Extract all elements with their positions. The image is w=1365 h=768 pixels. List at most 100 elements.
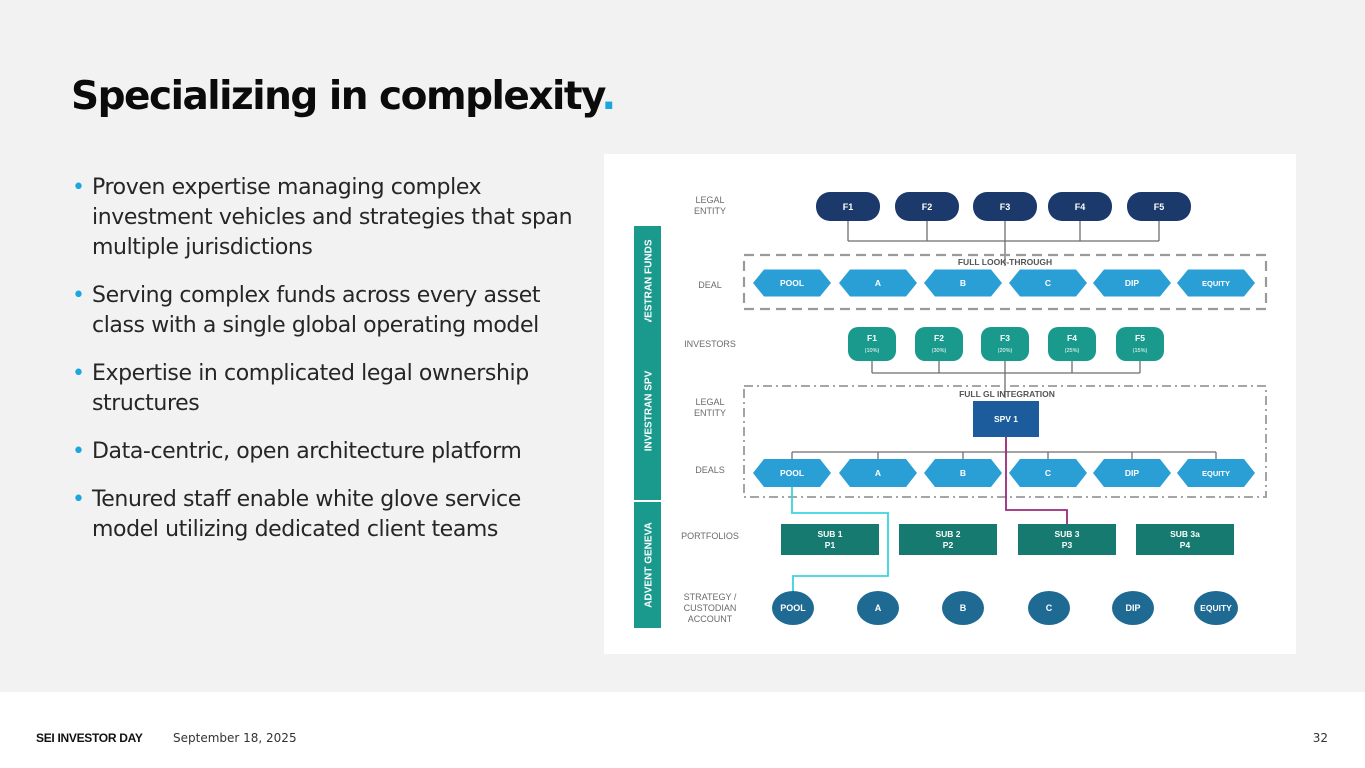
fund-label: F4 bbox=[1075, 202, 1086, 212]
page-number: 32 bbox=[1312, 731, 1328, 745]
deal-node bbox=[1093, 269, 1171, 297]
bullet-icon: • bbox=[72, 175, 85, 200]
title-text: Specializing in complexity bbox=[71, 74, 603, 119]
deal-label: POOL bbox=[780, 278, 804, 288]
account-node bbox=[1112, 591, 1154, 625]
fund-node bbox=[1048, 192, 1112, 221]
title-dot: . bbox=[601, 74, 616, 119]
account-node bbox=[1028, 591, 1070, 625]
investor-node bbox=[915, 327, 963, 361]
investor-label: F1 bbox=[867, 333, 877, 343]
portfolio-label: SUB 3a bbox=[1170, 529, 1200, 539]
spv-node bbox=[973, 401, 1039, 437]
row-label-strategy: ACCOUNT bbox=[688, 614, 733, 624]
fund-label: F3 bbox=[1000, 202, 1011, 212]
spv-deal-label: C bbox=[1045, 468, 1051, 478]
band-label: INVESTRAN FUNDS bbox=[644, 239, 655, 334]
deal-node bbox=[839, 269, 917, 297]
spv-deal-label: B bbox=[960, 468, 966, 478]
spv-deal-node bbox=[924, 459, 1002, 487]
portfolio-node bbox=[781, 524, 879, 555]
look-through-box bbox=[742, 253, 1268, 311]
band-2 bbox=[634, 322, 661, 500]
fund-label: F5 bbox=[1154, 202, 1165, 212]
bullet-text: Proven expertise managing complex invest… bbox=[92, 175, 573, 260]
deal-label: B bbox=[960, 278, 966, 288]
spv-deal-label: DIP bbox=[1125, 468, 1140, 478]
row-label-investors: INVESTORS bbox=[684, 339, 736, 349]
page-title: Specializing in complexity. bbox=[71, 74, 616, 119]
footer bbox=[0, 692, 1365, 768]
spv-deal-node bbox=[1009, 459, 1087, 487]
row-label-legal-entity: LEGAL bbox=[695, 397, 724, 407]
investor-label: F4 bbox=[1067, 333, 1077, 343]
portfolio-sublabel: P1 bbox=[825, 540, 836, 550]
bullet-icon: • bbox=[72, 361, 85, 386]
spv-deal-node bbox=[753, 459, 831, 487]
bullet-icon: • bbox=[72, 439, 85, 464]
fund-label: F2 bbox=[922, 202, 933, 212]
spv-deal-label: POOL bbox=[780, 468, 804, 478]
footer-brand: SEI INVESTOR DAY bbox=[36, 731, 143, 745]
row-label-strategy: STRATEGY / bbox=[684, 592, 737, 602]
investor-pct: (30%) bbox=[932, 348, 947, 354]
account-label: POOL bbox=[780, 603, 806, 613]
bullet-list: • Proven expertise managing complex inves… bbox=[72, 173, 577, 563]
bullet-text: Data-centric, open architecture platform bbox=[92, 439, 522, 464]
bullet-item: •Serving complex funds across every asse… bbox=[72, 281, 577, 341]
row-label-portfolios: PORTFOLIOS bbox=[681, 531, 739, 541]
investor-label: F2 bbox=[934, 333, 944, 343]
spv-deal-node bbox=[1093, 459, 1171, 487]
account-node bbox=[857, 591, 899, 625]
bullet-icon: • bbox=[72, 487, 85, 512]
account-label: A bbox=[875, 603, 882, 613]
deal-node bbox=[924, 269, 1002, 297]
portfolio-node bbox=[1136, 524, 1234, 555]
deal-label: A bbox=[875, 278, 881, 288]
cyan-flow-line bbox=[791, 487, 889, 594]
row-label-legal-entity: LEGAL bbox=[695, 195, 724, 205]
fund-label: F1 bbox=[843, 202, 854, 212]
bullet-item: • Data-centric, open architecture platfor… bbox=[72, 437, 577, 467]
deal-label: DIP bbox=[1125, 278, 1140, 288]
fund-node bbox=[1127, 192, 1191, 221]
portfolio-sublabel: P4 bbox=[1180, 540, 1191, 550]
portfolio-label: SUB 1 bbox=[817, 529, 842, 539]
portfolio-node bbox=[1018, 524, 1116, 555]
account-label: DIP bbox=[1125, 603, 1140, 613]
portfolio-node bbox=[899, 524, 997, 555]
account-node bbox=[772, 591, 814, 625]
row-label-legal-entity: ENTITY bbox=[694, 206, 726, 216]
deal-node bbox=[753, 269, 831, 297]
bullet-text: Expertise in complicated legal ownership… bbox=[92, 361, 529, 416]
account-label: EQUITY bbox=[1200, 603, 1232, 613]
spv-deal-node bbox=[839, 459, 917, 487]
spv-deal-label: EQUITY bbox=[1202, 469, 1230, 478]
investor-pct: (25%) bbox=[1065, 348, 1080, 354]
portfolio-label: SUB 3 bbox=[1054, 529, 1079, 539]
account-label: C bbox=[1046, 603, 1053, 613]
deal-label: C bbox=[1045, 278, 1051, 288]
spv-deal-node bbox=[1177, 459, 1255, 487]
fund-node bbox=[973, 192, 1037, 221]
bullet-item: • Expertise in complicated legal ownershi… bbox=[72, 359, 577, 419]
deal-label: EQUITY bbox=[1202, 279, 1230, 288]
deal-node bbox=[1009, 269, 1087, 297]
look-through-label: FULL LOOK-THROUGH bbox=[958, 257, 1052, 267]
bullet-item: •Tenured staff enable white glove servic… bbox=[72, 485, 577, 545]
band-label: INVESTRAN SPV bbox=[644, 370, 655, 451]
account-node bbox=[1194, 591, 1238, 625]
footer-date: September 18, 2025 bbox=[173, 731, 297, 745]
purple-flow-line bbox=[1005, 437, 1068, 525]
account-node bbox=[942, 591, 984, 625]
investor-node bbox=[848, 327, 896, 361]
bullet-item: • Proven expertise managing complex inves… bbox=[72, 173, 577, 263]
investor-pct: (10%) bbox=[865, 348, 880, 354]
deal-node bbox=[1177, 269, 1255, 297]
portfolio-sublabel: P2 bbox=[943, 540, 954, 550]
bullet-text: Serving complex funds across every asset… bbox=[92, 283, 541, 338]
investor-node bbox=[981, 327, 1029, 361]
investor-label: F5 bbox=[1135, 333, 1145, 343]
fund-node bbox=[895, 192, 959, 221]
